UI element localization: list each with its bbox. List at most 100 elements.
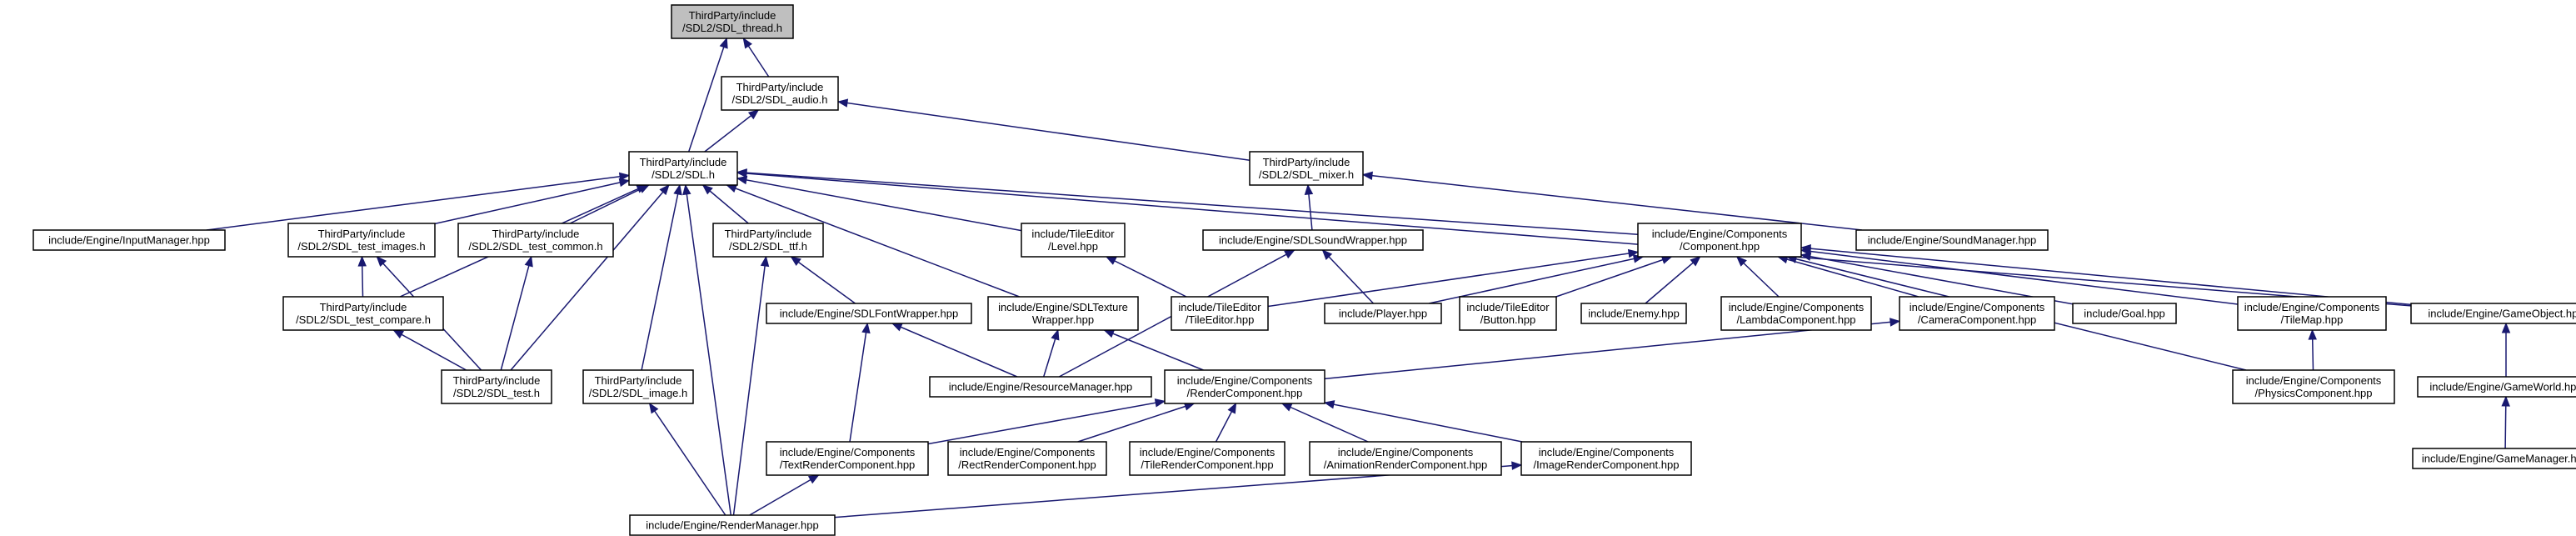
node-box[interactable]	[2410, 303, 2576, 324]
node-rectrender[interactable]: include/Engine/Components/RectRenderComp…	[947, 441, 1107, 476]
node-testimages[interactable]: ThirdParty/include/SDL2/SDL_test_images.…	[287, 223, 436, 258]
node-box[interactable]	[1520, 441, 1692, 476]
node-label: include/Engine/GameWorld.hpp	[2429, 381, 2576, 393]
node-imagerender[interactable]: include/Engine/Components/ImageRenderCom…	[1520, 441, 1692, 476]
node-box[interactable]	[712, 223, 824, 258]
edge-imagerender-to-rendercomp	[1324, 402, 1523, 443]
node-box[interactable]	[766, 303, 972, 324]
edge-tileeditor-to-component	[1267, 251, 1639, 308]
node-box[interactable]	[1855, 229, 2049, 251]
node-label: /SDL2/SDL.h	[651, 168, 715, 181]
edge-button-to-component	[1555, 256, 1672, 298]
node-resourcemgr[interactable]: include/Engine/ResourceManager.hpp	[929, 376, 1152, 398]
edge-fontwrapper-to-ttf	[791, 256, 856, 304]
node-gamemgr[interactable]: include/Engine/GameManager.hpp	[2412, 448, 2576, 469]
node-box[interactable]	[1309, 441, 1502, 476]
node-box[interactable]	[947, 441, 1107, 476]
node-label: include/Engine/Components	[1140, 446, 1276, 458]
node-tileeditor[interactable]: include/TileEditor/TileEditor.hpp	[1171, 296, 1269, 331]
node-box[interactable]	[582, 369, 694, 404]
node-sdltest[interactable]: ThirdParty/include/SDL2/SDL_test.h	[441, 369, 552, 404]
node-label: ThirdParty/include	[492, 228, 580, 240]
node-soundwrapper[interactable]: include/Engine/SDLSoundWrapper.hpp	[1202, 229, 1424, 251]
node-box[interactable]	[32, 229, 226, 251]
node-sdl[interactable]: ThirdParty/include/SDL2/SDL.h	[628, 151, 738, 186]
node-box[interactable]	[671, 4, 794, 39]
node-box[interactable]	[1249, 151, 1364, 186]
node-ttf[interactable]: ThirdParty/include/SDL2/SDL_ttf.h	[712, 223, 824, 258]
node-box[interactable]	[2412, 448, 2576, 469]
node-lambda[interactable]: include/Engine/Components/LambdaComponen…	[1720, 296, 1872, 331]
node-box[interactable]	[2237, 296, 2387, 331]
node-label: Wrapper.hpp	[1032, 313, 1094, 326]
node-testcommon[interactable]: ThirdParty/include/SDL2/SDL_test_common.…	[457, 223, 614, 258]
node-box[interactable]	[441, 369, 552, 404]
node-physics[interactable]: include/Engine/Components/PhysicsCompone…	[2232, 369, 2395, 404]
node-rendermgr[interactable]: include/Engine/RenderManager.hpp	[629, 514, 836, 536]
node-rendercomp[interactable]: include/Engine/Components/RenderComponen…	[1164, 369, 1325, 404]
node-tilerender[interactable]: include/Engine/Components/TileRenderComp…	[1129, 441, 1286, 476]
node-box[interactable]	[1899, 296, 2055, 331]
node-gameworld[interactable]: include/Engine/GameWorld.hpp	[2417, 376, 2576, 398]
node-box[interactable]	[1021, 223, 1126, 258]
node-box[interactable]	[1171, 296, 1269, 331]
arrowhead-gameobject-to-sdl	[736, 168, 747, 178]
arrowhead-audio-to-thread	[742, 37, 752, 49]
node-level[interactable]: include/TileEditor/Level.hpp	[1021, 223, 1126, 258]
node-box[interactable]	[766, 441, 929, 476]
node-inputmgr[interactable]: include/Engine/InputManager.hpp	[32, 229, 226, 251]
node-label: ThirdParty/include	[453, 374, 541, 387]
arrowhead-gameobject-to-component	[1800, 244, 1811, 253]
edge-gameobject-to-component	[1800, 247, 2412, 306]
arrowhead-imagerender-to-rendercomp	[1323, 400, 1335, 409]
node-enemy[interactable]: include/Enemy.hpp	[1580, 303, 1687, 324]
node-box[interactable]	[987, 296, 1139, 331]
node-box[interactable]	[1129, 441, 1286, 476]
node-camera[interactable]: include/Engine/Components/CameraComponen…	[1899, 296, 2055, 331]
node-label: /SDL2/SDL_thread.h	[682, 22, 782, 34]
node-testcompare[interactable]: ThirdParty/include/SDL2/SDL_test_compare…	[282, 296, 444, 331]
node-animrender[interactable]: include/Engine/Components/AnimationRende…	[1309, 441, 1502, 476]
node-box[interactable]	[457, 223, 614, 258]
node-label: ThirdParty/include	[725, 228, 812, 240]
node-component[interactable]: include/Engine/Components/Component.hpp	[1637, 223, 1802, 258]
node-box[interactable]	[1324, 303, 1442, 324]
node-label: include/Engine/Components	[960, 446, 1096, 458]
node-label: /LambdaComponent.hpp	[1736, 313, 1855, 326]
node-mixer[interactable]: ThirdParty/include/SDL2/SDL_mixer.h	[1249, 151, 1364, 186]
edge-rendermgr-to-sdl	[685, 184, 732, 516]
node-textrender[interactable]: include/Engine/Components/TextRenderComp…	[766, 441, 929, 476]
node-soundmgr[interactable]: include/Engine/SoundManager.hpp	[1855, 229, 2049, 251]
node-button[interactable]: include/TileEditor/Button.hpp	[1459, 296, 1557, 331]
arrowhead-soundmgr-to-mixer	[1361, 171, 1373, 180]
node-player[interactable]: include/Player.hpp	[1324, 303, 1442, 324]
node-box[interactable]	[282, 296, 444, 331]
node-box[interactable]	[2072, 303, 2177, 324]
node-gameobject[interactable]: include/Engine/GameObject.hpp	[2410, 303, 2576, 324]
node-label: /TileEditor.hpp	[1186, 313, 1255, 326]
arrowhead-resourcemgr-to-texturewrapper	[1051, 328, 1060, 341]
arrowhead-ttf-to-sdl	[701, 184, 713, 195]
node-box[interactable]	[628, 151, 738, 186]
node-box[interactable]	[2232, 369, 2395, 404]
node-thread[interactable]: ThirdParty/include/SDL2/SDL_thread.h	[671, 4, 794, 39]
node-fontwrapper[interactable]: include/Engine/SDLFontWrapper.hpp	[766, 303, 972, 324]
edge-sdltest-to-testcompare	[393, 329, 467, 371]
node-box[interactable]	[1459, 296, 1557, 331]
node-box[interactable]	[1720, 296, 1872, 331]
node-audio[interactable]: ThirdParty/include/SDL2/SDL_audio.h	[721, 76, 839, 111]
node-sdlimage[interactable]: ThirdParty/include/SDL2/SDL_image.h	[582, 369, 694, 404]
node-box[interactable]	[929, 376, 1152, 398]
node-tilemap[interactable]: include/Engine/Components/TileMap.hpp	[2237, 296, 2387, 331]
arrowhead-textrender-to-fontwrapper	[861, 322, 871, 334]
node-box[interactable]	[629, 514, 836, 536]
node-goal[interactable]: include/Goal.hpp	[2072, 303, 2177, 324]
node-box[interactable]	[1580, 303, 1687, 324]
node-box[interactable]	[2417, 376, 2576, 398]
node-box[interactable]	[1637, 223, 1802, 258]
node-box[interactable]	[1202, 229, 1424, 251]
node-box[interactable]	[1164, 369, 1325, 404]
node-box[interactable]	[287, 223, 436, 258]
node-box[interactable]	[721, 76, 839, 111]
